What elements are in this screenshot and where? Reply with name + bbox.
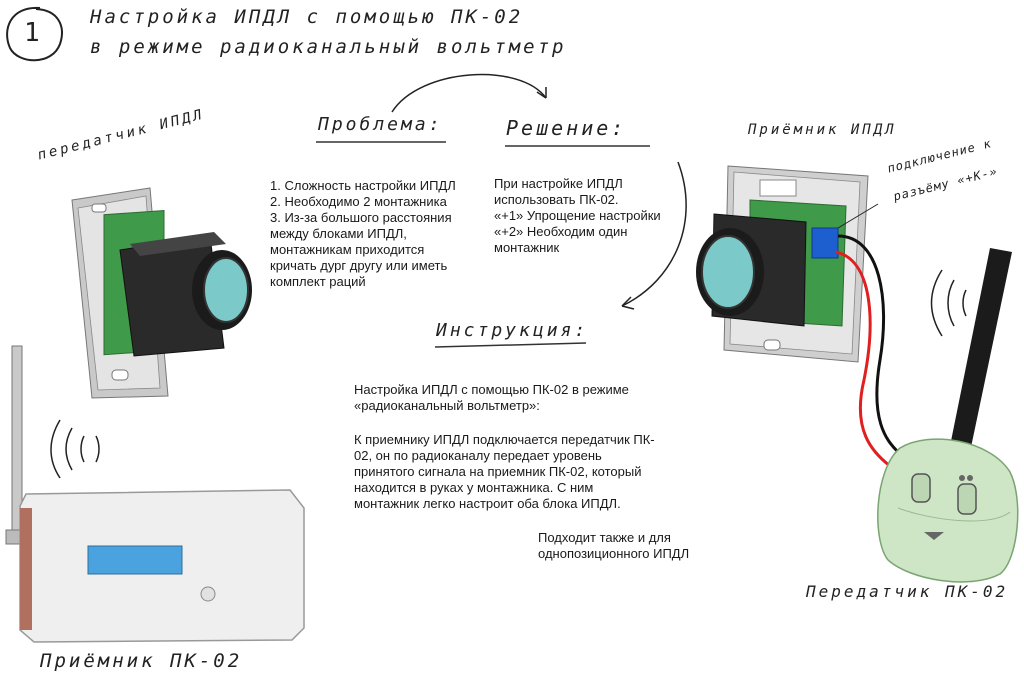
instruction-line: 02, он по радиоканалу передает уровень [354,448,602,463]
instruction-intro: Настройка ИПДЛ с помощью ПК-02 в режиме … [354,382,629,414]
receiver-ipdl-device [696,165,869,363]
solution-line: «+1» Упрощение настройки [494,208,661,223]
transmitter-pk02-label: Передатчик ПК-02 [806,582,1009,601]
instruction-heading: Инструкция: [436,320,589,341]
transmitter-ipdl-device [71,187,252,399]
instruction-line: принятого сигнала на приемник ПК-02, кот… [354,464,642,479]
wire-black [837,234,900,454]
problem-line: 2. Необходимо 2 монтажника [270,194,447,209]
solution-line: «+2» Необходим один [494,224,628,239]
problem-line: 1. Сложность настройки ИПДЛ [270,178,456,193]
signal-waves-icon [930,269,967,337]
knob-icon [200,586,216,602]
instruction-line: находится в руках у монтажника. С ним [354,480,594,495]
problem-line: монтажникам приходится [270,242,425,257]
problem-line: кричать дург другу или иметь [270,258,448,273]
instruction-note: Подходит также и для однопозиционного ИП… [538,530,689,562]
instruction-line: Настройка ИПДЛ с помощью ПК-02 в режиме [354,382,629,397]
problem-line: 3. Из-за большого расстояния [270,210,452,225]
terminal-block-icon [811,227,839,259]
receiver-ipdl-label: Приёмник ИПДЛ [748,122,897,138]
page-title-line2: в режиме радиоканальный вольтметр [90,36,567,58]
page-title-line1: Настройка ИПДЛ с помощью ПК-02 [90,6,524,28]
antenna-icon [950,248,1012,452]
signal-waves-icon [50,419,100,479]
problem-heading: Проблема: [318,114,443,135]
instruction-line: Подходит также и для [538,530,671,545]
solution-line: использовать ПК-02. [494,192,619,207]
lcd-display [87,545,183,575]
problem-line: комплект раций [270,274,366,289]
solution-line: При настройке ИПДЛ [494,176,623,191]
receiver-pk02-device [5,345,305,643]
problem-text: 1. Сложность настройки ИПДЛ 2. Необходим… [270,178,456,290]
step-number: 1 [24,18,43,48]
instruction-line: монтажник легко настроит оба блока ИПДЛ. [354,496,621,511]
instruction-line: «радиоканальный вольтметр»: [354,398,540,413]
arrow-curve-icon [391,73,547,113]
instruction-line: однопозиционного ИПДЛ [538,546,690,561]
step-circle-icon [6,6,63,62]
solution-line: монтажник [494,240,560,255]
receiver-pk02-label: Приёмник ПК-02 [40,650,243,672]
solution-heading: Решение: [506,116,627,140]
wire-red [835,250,891,468]
arrow-down-curve-icon [621,161,687,307]
instruction-body: К приемнику ИПДЛ подключается передатчик… [354,432,655,512]
problem-line: между блоками ИПДЛ, [270,226,407,241]
instruction-line: К приемнику ИПДЛ подключается передатчик… [354,432,655,447]
solution-text: При настройке ИПДЛ использовать ПК-02. «… [494,176,661,256]
transmitter-pk02-device [877,248,1019,583]
